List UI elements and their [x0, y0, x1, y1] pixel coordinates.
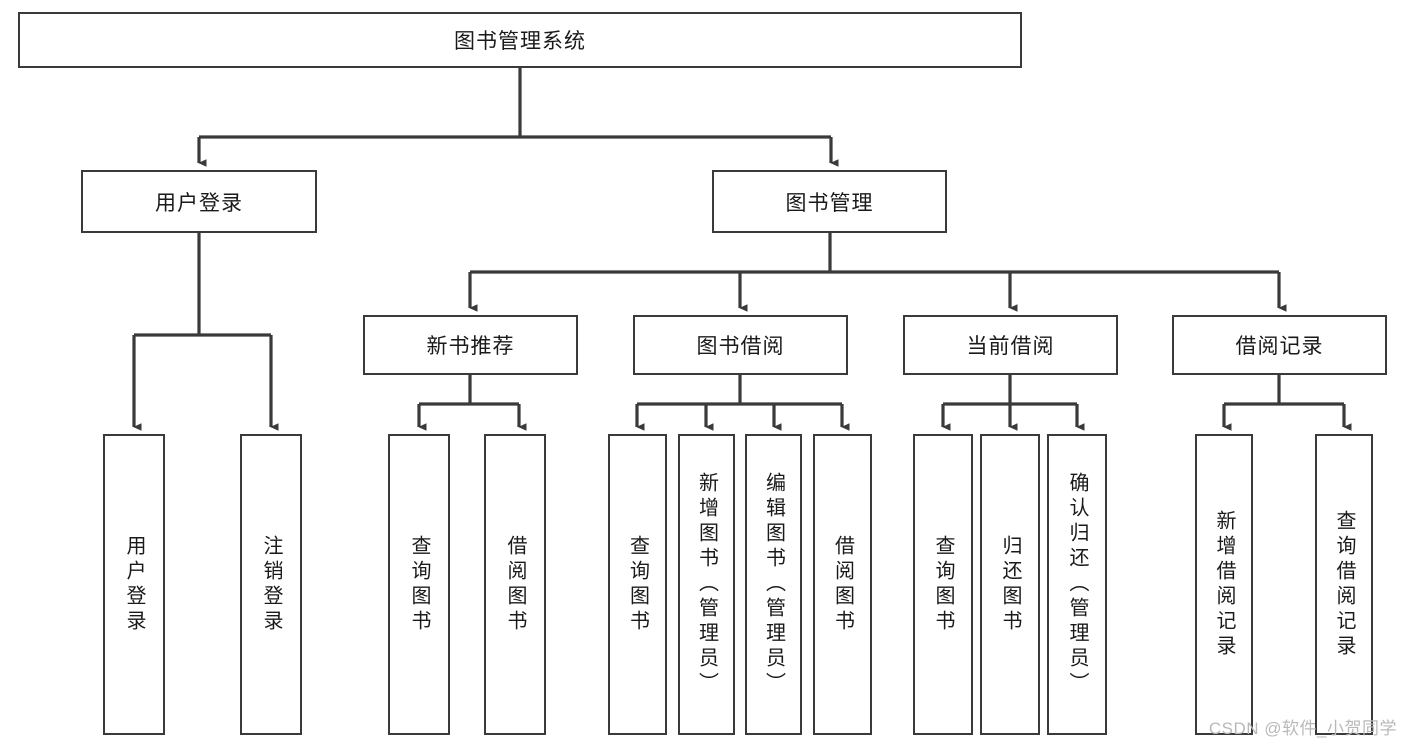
watermark-text: CSDN @软件_小贺同学 — [1208, 719, 1397, 738]
node-leaf-logout-label: 注销登录 — [260, 534, 282, 635]
node-leaf-query-book-borrow[interactable]: 查询图书 — [608, 434, 667, 735]
node-leaf-return-book-label: 归还图书 — [999, 534, 1021, 635]
node-leaf-borrow-book[interactable]: 借阅图书 — [813, 434, 872, 735]
node-leaf-confirm-return-label: 确认归还（管理员） — [1066, 472, 1088, 697]
node-user-login-label: 用户登录 — [155, 191, 243, 215]
node-leaf-add-record[interactable]: 新增借阅记录 — [1195, 434, 1253, 735]
node-leaf-logout[interactable]: 注销登录 — [240, 434, 302, 735]
node-new-book-rec-label: 新书推荐 — [426, 335, 515, 358]
node-book-borrow[interactable]: 图书借阅 — [633, 315, 848, 375]
node-leaf-add-record-label: 新增借阅记录 — [1213, 509, 1235, 660]
node-leaf-query-book-current[interactable]: 查询图书 — [913, 434, 973, 735]
node-root[interactable]: 图书管理系统 — [18, 12, 1022, 68]
node-leaf-user-login-label: 用户登录 — [123, 534, 145, 635]
node-leaf-edit-book-label: 编辑图书（管理员） — [762, 472, 785, 697]
node-leaf-query-record-label: 查询借阅记录 — [1333, 509, 1355, 660]
node-leaf-borrow-book-rec-label: 借阅图书 — [504, 534, 526, 635]
node-root-label: 图书管理系统 — [454, 30, 586, 53]
node-current-borrow[interactable]: 当前借阅 — [903, 315, 1118, 375]
node-book-manage-label: 图书管理 — [785, 191, 874, 215]
node-leaf-edit-book[interactable]: 编辑图书（管理员） — [745, 434, 802, 735]
node-leaf-query-book-rec-label: 查询图书 — [408, 534, 430, 635]
node-leaf-user-login[interactable]: 用户登录 — [103, 434, 165, 735]
node-book-borrow-label: 图书借阅 — [696, 335, 785, 358]
node-borrow-record-label: 借阅记录 — [1235, 335, 1324, 358]
node-leaf-query-book-current-label: 查询图书 — [932, 534, 954, 635]
node-leaf-add-book-label: 新增图书（管理员） — [695, 472, 718, 697]
node-leaf-query-book-borrow-label: 查询图书 — [626, 534, 649, 635]
node-leaf-confirm-return[interactable]: 确认归还（管理员） — [1047, 434, 1107, 735]
node-borrow-record[interactable]: 借阅记录 — [1172, 315, 1387, 375]
node-leaf-borrow-book-rec[interactable]: 借阅图书 — [484, 434, 546, 735]
node-user-login[interactable]: 用户登录 — [81, 170, 317, 233]
node-leaf-borrow-book-label: 借阅图书 — [831, 534, 854, 635]
node-new-book-rec[interactable]: 新书推荐 — [363, 315, 578, 375]
node-leaf-return-book[interactable]: 归还图书 — [980, 434, 1040, 735]
node-leaf-query-record[interactable]: 查询借阅记录 — [1315, 434, 1373, 735]
node-book-manage[interactable]: 图书管理 — [712, 170, 947, 233]
node-leaf-query-book-rec[interactable]: 查询图书 — [388, 434, 450, 735]
node-leaf-add-book[interactable]: 新增图书（管理员） — [678, 434, 735, 735]
node-current-borrow-label: 当前借阅 — [966, 335, 1055, 358]
